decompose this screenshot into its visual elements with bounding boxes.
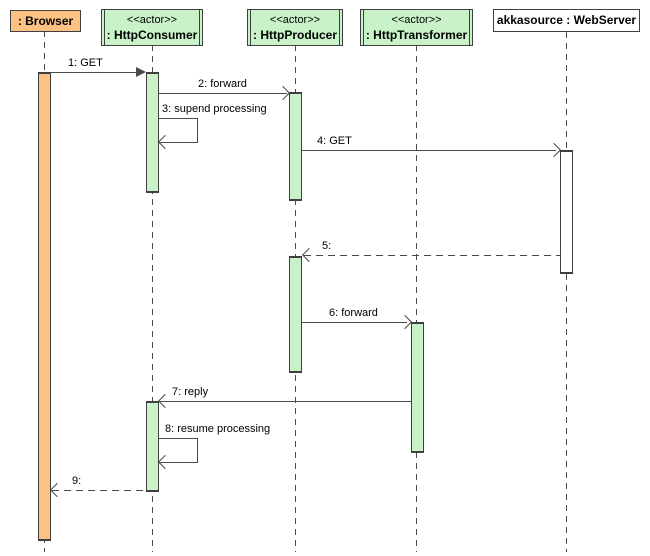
message-4-line [301, 150, 556, 151]
activation-httpconsumer-1 [146, 72, 159, 193]
message-1-arrowhead-icon [136, 67, 146, 77]
participant-httptransformer-stereotype: <<actor>> [391, 13, 442, 26]
message-3-line-top [158, 118, 198, 119]
message-7-arrowhead-icon [157, 393, 173, 409]
message-6-arrowhead-icon [397, 314, 413, 330]
message-3-line-bottom [158, 142, 198, 143]
message-3-line-right [197, 118, 198, 142]
message-7-label: 7: reply [172, 386, 209, 398]
message-8-label: 8: resume processing [165, 423, 271, 435]
message-4-arrowhead-icon [546, 142, 562, 158]
message-3-arrowhead-icon [157, 134, 173, 150]
participant-httptransformer: <<actor>> : HttpTransformer [360, 9, 473, 46]
activation-httptransformer [411, 322, 424, 453]
message-6-line [301, 322, 407, 323]
message-9-line [52, 490, 146, 491]
participant-httptransformer-name: : HttpTransformer [365, 27, 468, 42]
message-5-line [304, 255, 561, 256]
activation-browser [38, 72, 51, 541]
message-8-line-bottom [158, 462, 198, 463]
message-1-line [50, 72, 137, 73]
participant-httpconsumer-name: : HttpConsumer [106, 27, 198, 42]
message-8-line-right [197, 438, 198, 462]
lifeline-webserver [566, 32, 567, 552]
message-8-line-top [158, 438, 198, 439]
message-9-arrowhead-icon [49, 482, 65, 498]
activation-httpproducer-2 [289, 256, 302, 373]
message-5-label: 5: [322, 240, 332, 252]
participant-browser: : Browser [10, 10, 81, 32]
participant-httpconsumer-stereotype: <<actor>> [126, 13, 178, 26]
message-5-arrowhead-icon [301, 247, 317, 263]
participant-httpproducer-stereotype: <<actor>> [269, 13, 321, 26]
participant-browser-name: : Browser [17, 13, 74, 28]
participant-webserver-name: akkasource : WebServer [496, 13, 637, 27]
activation-webserver [560, 150, 573, 274]
message-2-line [158, 93, 287, 94]
activation-httpconsumer-2 [146, 401, 159, 492]
lifeline-httpconsumer [152, 45, 153, 552]
lifeline-httptransformer [416, 45, 417, 552]
message-8-arrowhead-icon [157, 454, 173, 470]
participant-httpconsumer: <<actor>> : HttpConsumer [101, 9, 203, 46]
message-4-label: 4: GET [317, 135, 352, 147]
message-9-label: 9: [72, 475, 82, 487]
participant-webserver: akkasource : WebServer [493, 9, 640, 32]
message-3-label: 3: supend processing [162, 103, 267, 115]
participant-httpproducer-name: : HttpProducer [253, 27, 337, 42]
message-1-label: 1: GET [68, 57, 103, 69]
message-7-line [159, 401, 411, 402]
message-2-label: 2: forward [198, 78, 247, 90]
message-6-label: 6: forward [329, 307, 378, 319]
activation-httpproducer-1 [289, 92, 302, 201]
participant-httpproducer: <<actor>> : HttpProducer [247, 9, 343, 46]
message-2-arrowhead-icon [275, 85, 291, 101]
